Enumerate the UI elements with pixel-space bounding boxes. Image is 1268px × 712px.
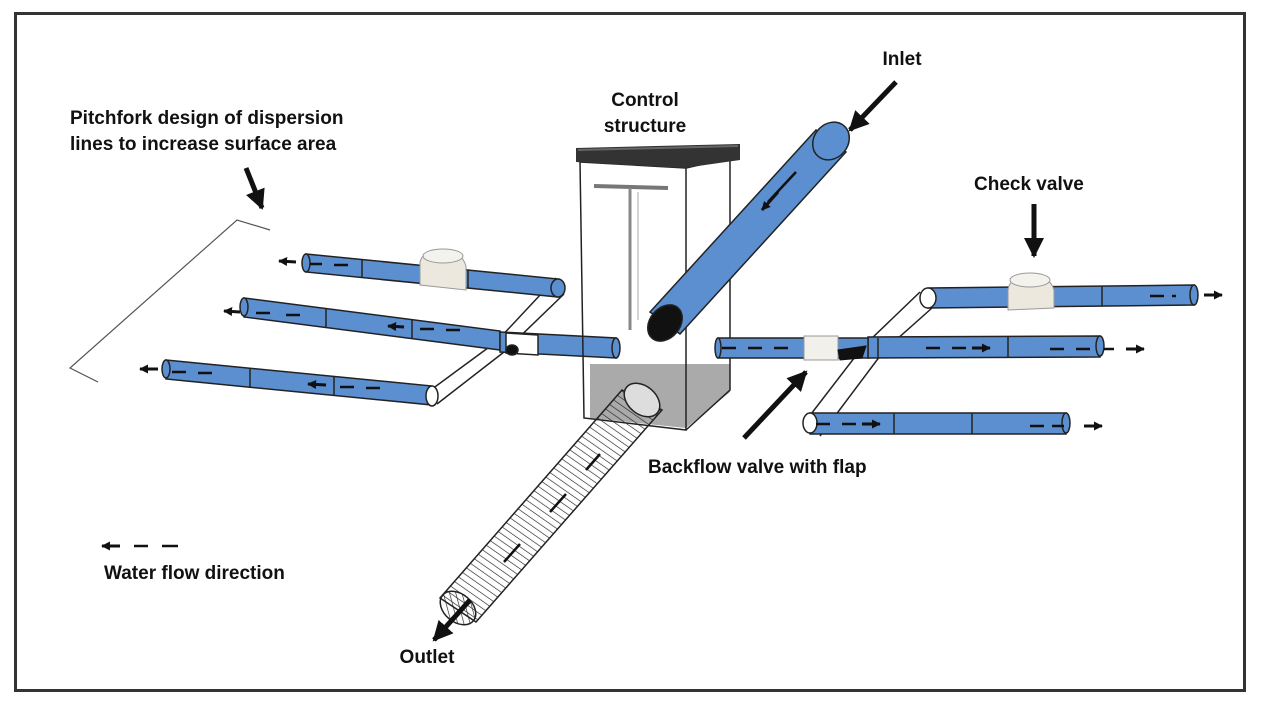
inlet-label: Inlet (882, 49, 922, 70)
legend-label: Water flow direction (104, 563, 285, 584)
control-structure-label: Control structure (580, 88, 710, 140)
left-bottom-pipe (165, 359, 433, 406)
outlet-pipe (432, 382, 664, 642)
pitchfork-label-line2: lines to increase surface area (70, 134, 337, 155)
left-dispersion-lines (161, 253, 621, 407)
pitchfork-label-line1: Pitchfork design of dispersion (70, 108, 344, 129)
outlet-label: Outlet (399, 647, 455, 668)
backflow-valve-icon (803, 335, 867, 361)
inlet-pipe (647, 121, 851, 342)
check-valve-icon (419, 248, 467, 291)
right-dispersion-lines (714, 284, 1199, 437)
flow-arrow-icon (722, 290, 1223, 431)
check-valve-icon (1007, 272, 1055, 311)
control-label-line2: structure (603, 116, 687, 137)
control-structure (576, 144, 740, 431)
check-valve-label: Check valve (974, 174, 1084, 195)
pitchfork-bracket (68, 219, 271, 383)
left-middle-pipe (243, 297, 501, 351)
flow-arrow-icon (139, 256, 460, 390)
pointer-arrow-icon (243, 80, 1044, 440)
backflow-valve-label: Backflow valve with flap (648, 457, 867, 478)
pitchfork-label: Pitchfork design of dispersion lines to … (70, 106, 430, 158)
control-label-line1: Control (611, 90, 679, 111)
